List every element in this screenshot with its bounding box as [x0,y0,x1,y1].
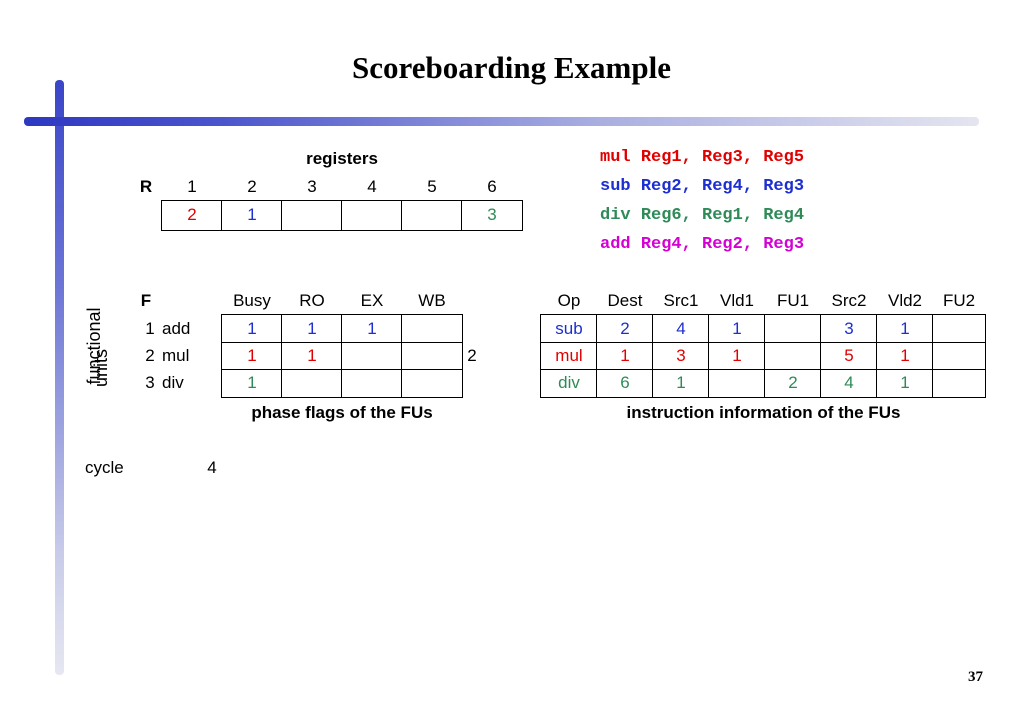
instr-header: Src2 [831,291,867,310]
fu-header-ro: RO [299,291,325,310]
fu-flag: 1 [247,346,257,365]
instruction-line-3: div Reg6, Reg1, Reg4 [600,206,805,225]
instr-header: Src1 [663,291,699,310]
fu-phase-table [221,314,463,398]
instr-header: FU2 [942,291,976,310]
instr-header: FU1 [776,291,810,310]
vertical-accent-bar [55,80,64,675]
fu-header-ex: EX [360,291,384,310]
fu-header-busy: Busy [233,291,271,310]
instr-header: Vld2 [887,291,923,310]
register-number: 1 [187,177,197,196]
instr-header: Vld1 [719,291,755,310]
register-number: 5 [427,177,437,196]
fu-row-number: 2 [145,346,155,365]
register-number: 6 [487,177,497,196]
instruction-line-1: mul Reg1, Reg3, Reg5 [600,148,805,167]
fu-header-wb: WB [418,291,446,310]
register-status-table [161,200,523,231]
page-title: Scoreboarding Example [352,50,671,85]
instr-header: Dest [607,291,643,310]
register-value: 2 [187,205,197,224]
fu-row-number: 3 [145,373,155,392]
instr-cell: 3 [676,346,686,365]
cycle-label: cycle [85,458,124,477]
instr-cell: div [558,373,580,392]
instr-cell: mul [555,346,583,365]
instr-cell: 4 [844,373,854,392]
instr-cell: 1 [676,373,686,392]
fu-table-caption: phase flags of the FUs [251,403,433,422]
instr-cell: 5 [844,346,854,365]
instr-cell: 1 [900,346,910,365]
fu-flag: 1 [307,346,317,365]
instruction-line-2: sub Reg2, Reg4, Reg3 [600,177,805,196]
instr-cell: 1 [732,319,742,338]
registers-row-label: R [139,177,153,196]
fu-flag: 1 [307,319,317,338]
fu-row-number: 1 [145,319,155,338]
instr-table-caption: instruction information of the FUs [626,403,901,422]
register-value: 1 [247,205,257,224]
instr-cell: 1 [732,346,742,365]
fu-flag: 1 [247,319,257,338]
instr-cell: 1 [620,346,630,365]
fu-row-name: mul [162,346,190,365]
instruction-info-table [540,314,986,398]
cycle-value: 4 [207,458,217,477]
fu-flag: 1 [247,373,257,392]
register-number: 4 [367,177,377,196]
instr-cell: sub [555,319,583,338]
instr-cell: 1 [900,373,910,392]
fu-table-label: F [140,291,152,310]
fu-row-name: add [162,319,191,338]
instr-cell: 4 [676,319,686,338]
fu-row-name: div [162,373,184,392]
register-value: 3 [487,205,497,224]
register-number: 2 [247,177,257,196]
instruction-line-4: add Reg4, Reg2, Reg3 [600,235,805,254]
instr-cell: 1 [900,319,910,338]
instr-header: Op [557,291,581,310]
horizontal-accent-bar [24,117,979,126]
functional-units-label-line2: units [91,348,111,388]
instr-cell: 6 [620,373,630,392]
instr-cell: 2 [788,373,798,392]
registers-heading: registers [306,149,378,168]
register-number: 3 [307,177,317,196]
instr-cell: 3 [844,319,854,338]
fu-flag: 1 [367,319,377,338]
fu-extra-value: 2 [467,346,477,365]
instr-cell: 2 [620,319,630,338]
page-number: 37 [968,669,983,685]
